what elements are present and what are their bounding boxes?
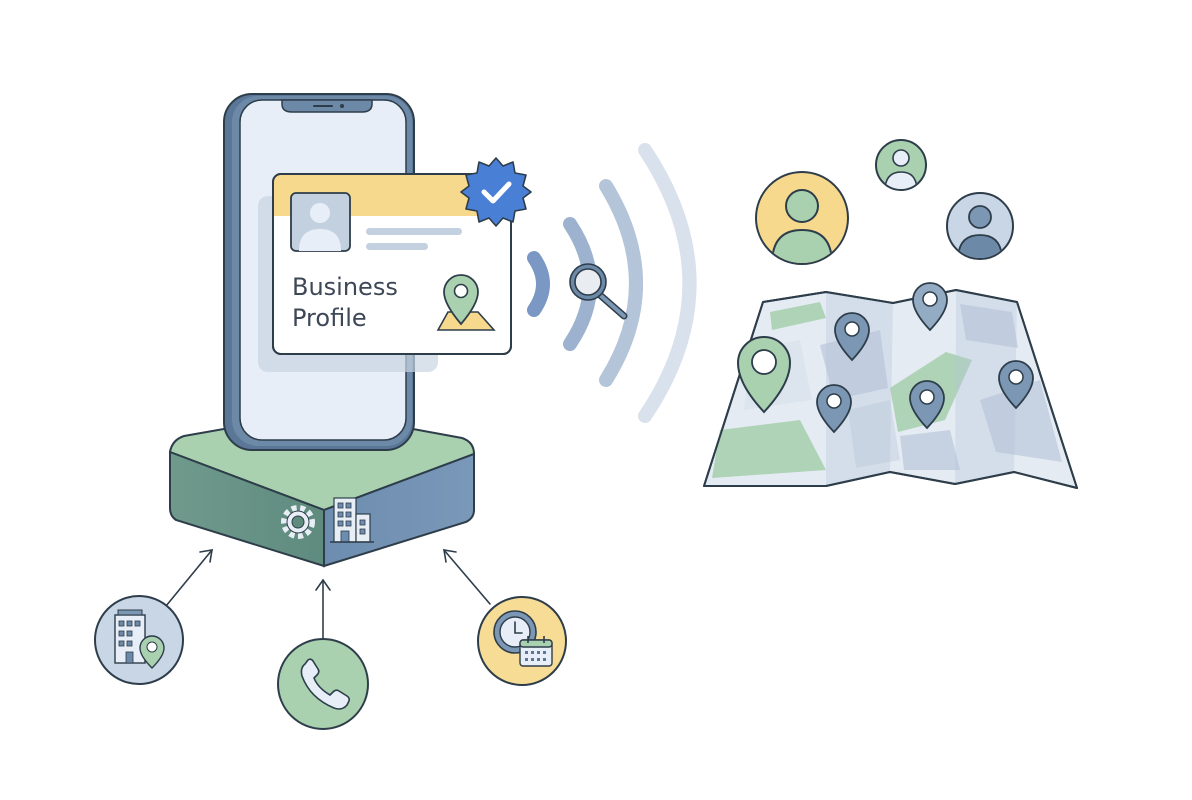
office-building-icon xyxy=(330,497,374,543)
map-pin-icon xyxy=(816,384,852,434)
gear-icon xyxy=(281,505,315,539)
card-title-line1: Business xyxy=(292,273,398,301)
map-pin-icon xyxy=(998,360,1034,410)
location-pin-icon xyxy=(436,274,496,331)
building-location-icon xyxy=(94,595,184,685)
map-pins xyxy=(736,282,1034,434)
search-signal xyxy=(527,143,697,423)
avatar xyxy=(290,192,351,252)
customer-small xyxy=(875,139,927,191)
text-line-placeholder xyxy=(366,243,428,250)
map-pin-icon xyxy=(834,312,870,362)
map-pin-icon xyxy=(912,282,948,332)
card-title-line2: Profile xyxy=(292,304,367,332)
customer-medium xyxy=(946,192,1014,260)
map-pin-icon xyxy=(909,380,945,430)
folded-map xyxy=(703,289,1078,489)
input-arrows xyxy=(165,549,491,639)
map-pin-icon xyxy=(736,336,792,414)
magnifier-icon xyxy=(569,263,628,320)
customer-large xyxy=(755,171,849,265)
business-profile-card: Business Profile xyxy=(272,173,512,355)
clock-calendar-icon xyxy=(477,596,567,686)
checkmark-badge-icon xyxy=(460,157,532,227)
phone-icon xyxy=(277,638,369,730)
text-line-placeholder xyxy=(366,228,462,235)
